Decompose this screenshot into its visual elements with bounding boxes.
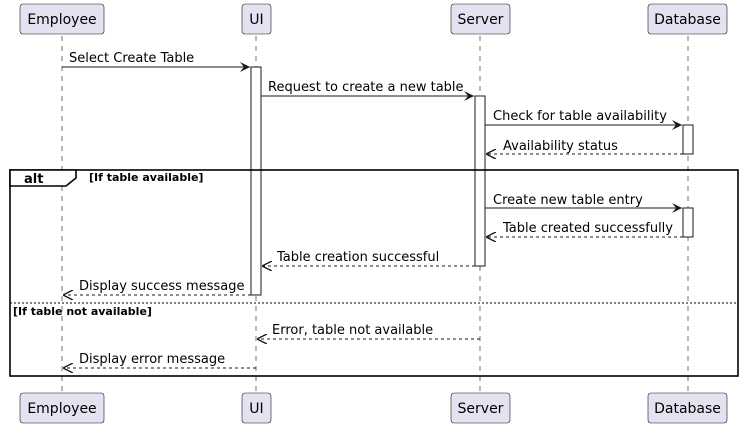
alt-fragment: alt [If table available] [If table not a…	[9, 169, 739, 377]
participant-label-database-top: Database	[654, 12, 721, 28]
message-label-3: Check for table availability	[493, 109, 667, 124]
participants-top: Employee UI Server Database	[19, 3, 728, 35]
alt-operator: alt	[24, 172, 43, 187]
message-label-5: Create new table entry	[493, 193, 643, 208]
message-label-2: Request to create a new table	[268, 80, 464, 95]
activation-server	[474, 95, 486, 267]
message-label-1: Select Create Table	[69, 51, 194, 66]
guard-available: [If table available]	[89, 171, 203, 184]
activation-database-2	[682, 207, 694, 238]
message-label-4: Availability status	[503, 139, 618, 154]
message-label-9: Error, table not available	[272, 323, 433, 338]
participant-database-top	[647, 3, 728, 35]
participants-bottom: Employee UI Server Database	[19, 392, 728, 424]
participant-label-ui-top: UI	[249, 12, 263, 28]
alt-frame	[9, 169, 739, 377]
participant-server-bottom	[450, 392, 511, 424]
participant-label-server-bottom: Server	[458, 401, 504, 417]
activation-ui	[250, 66, 262, 296]
participant-label-employee-bottom: Employee	[27, 401, 96, 417]
message-label-8: Display success message	[79, 279, 244, 294]
participant-label-employee-top: Employee	[27, 12, 96, 28]
activations	[250, 66, 694, 296]
guard-not-available: [If table not available]	[13, 305, 152, 318]
participant-server-top	[450, 3, 511, 35]
participant-ui-bottom	[241, 392, 272, 424]
message-label-6: Table created successfully	[502, 221, 673, 236]
participant-label-ui-bottom: UI	[249, 401, 263, 417]
participant-employee-bottom	[19, 392, 105, 424]
alt-tab	[9, 169, 77, 187]
message-label-10: Display error message	[79, 352, 225, 367]
participant-label-server-top: Server	[458, 12, 504, 28]
messages: Select Create Table Request to create a …	[62, 51, 683, 368]
participant-employee-top	[19, 3, 105, 35]
activation-database-1	[682, 124, 694, 155]
participant-label-database-bottom: Database	[654, 401, 721, 417]
participant-ui-top	[241, 3, 272, 35]
participant-database-bottom	[647, 392, 728, 424]
message-label-7: Table creation successful	[276, 250, 439, 265]
